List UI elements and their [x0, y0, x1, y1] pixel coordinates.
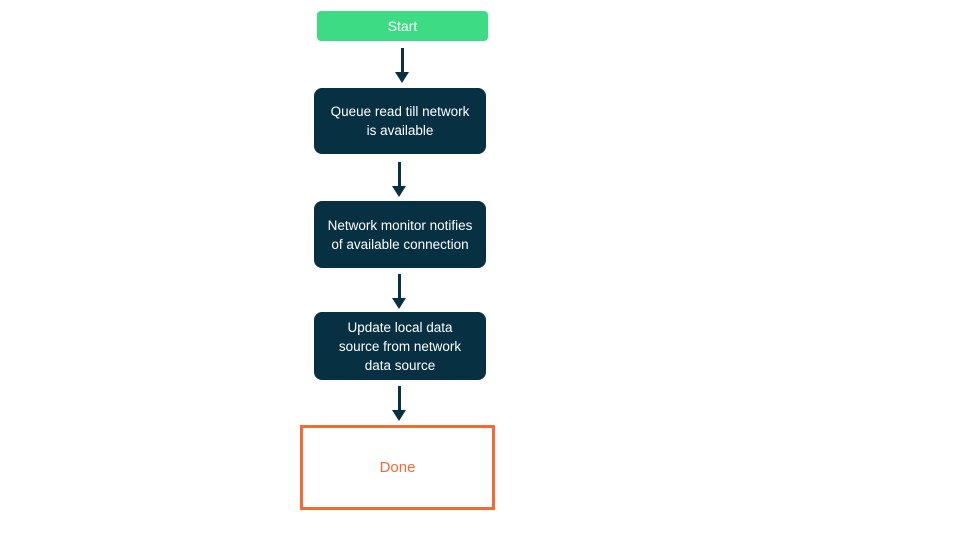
arrow-down-icon: [395, 48, 409, 83]
arrow-shaft: [397, 274, 401, 298]
arrow-shaft: [397, 162, 401, 186]
arrow-shaft: [397, 386, 401, 410]
arrow-down-icon: [392, 162, 406, 197]
arrow-head: [392, 298, 406, 309]
arrow-head: [392, 410, 406, 421]
flowchart-node-update-local: Update local data source from network da…: [314, 312, 486, 380]
flowchart-node-network-monitor: Network monitor notifies of available co…: [314, 201, 486, 268]
arrow-head: [392, 186, 406, 197]
node-network-monitor-label: Network monitor notifies of available co…: [327, 217, 473, 252]
node-start-label: Start: [387, 18, 418, 34]
flowchart-node-start: Start: [317, 11, 488, 41]
flowchart-node-queue-read: Queue read till network is available: [314, 88, 486, 154]
arrow-shaft: [400, 48, 404, 72]
arrow-down-icon: [392, 274, 406, 309]
node-update-local-label: Update local data source from network da…: [338, 319, 462, 373]
node-queue-read-label: Queue read till network is available: [330, 104, 470, 138]
flowchart-node-done: Done: [300, 425, 495, 510]
arrow-head: [395, 72, 409, 83]
arrow-down-icon: [392, 386, 406, 421]
node-done-label: Done: [379, 459, 416, 476]
